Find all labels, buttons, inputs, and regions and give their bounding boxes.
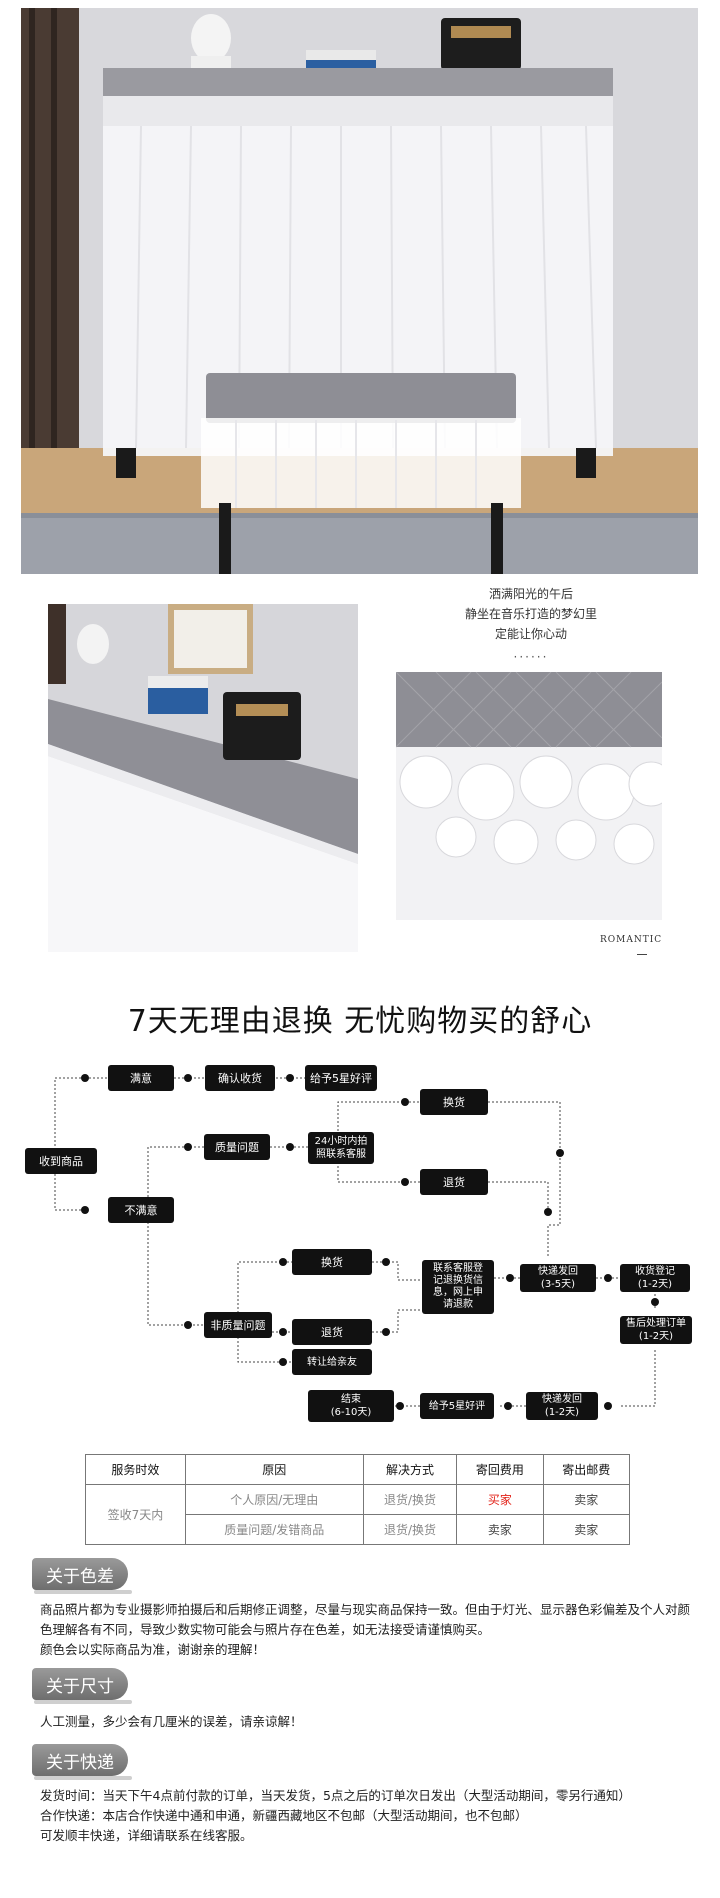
romantic-underline bbox=[637, 954, 647, 955]
table-header: 解决方式 bbox=[362, 1454, 458, 1485]
table-cell-method: 退货/换货 bbox=[362, 1514, 458, 1545]
table-row: 质量问题/发错商品 退货/换货 卖家 卖家 bbox=[86, 1514, 631, 1545]
flow-node-contact-service: 联系客服登 记退换货信 息，网上申 请退款 bbox=[422, 1260, 494, 1314]
table-row: 签收7天内 个人原因/无理由 退货/换货 买家 卖家 bbox=[85, 1484, 631, 1545]
hero-product-photo bbox=[21, 8, 698, 574]
flow-node-exchange-mid: 换货 bbox=[292, 1249, 372, 1275]
flow-node-receive: 收到商品 bbox=[25, 1148, 97, 1174]
table-cell-ship-fee: 卖家 bbox=[542, 1484, 631, 1515]
color-difference-text: 商品照片都为专业摄影师拍摄后和后期修正调整，尽量与现实商品保持一致。但由于灯光、… bbox=[40, 1602, 691, 1657]
express-tag: 关于快递 bbox=[32, 1744, 132, 1780]
table-cell-ship-fee: 卖家 bbox=[542, 1514, 631, 1545]
romantic-label: ROMANTIC bbox=[600, 935, 663, 945]
table-header: 服务时效 bbox=[85, 1454, 186, 1485]
flow-node-end: 结束 (6-10天) bbox=[308, 1390, 394, 1422]
table-cell-return-fee: 买家 bbox=[456, 1484, 544, 1515]
detail-photo-lace bbox=[396, 672, 662, 920]
flow-node-exchange-top: 换货 bbox=[420, 1089, 488, 1115]
flow-node-unsatisfied: 不满意 bbox=[108, 1197, 174, 1223]
poem-line: 静坐在音乐打造的梦幻里 bbox=[464, 607, 597, 621]
service-table: 服务时效 原因 解决方式 寄回费用 寄出邮费 签收7天内 个人原因/无理由 退货… bbox=[85, 1454, 631, 1545]
table-header: 寄回费用 bbox=[456, 1454, 544, 1485]
table-cell-reason: 个人原因/无理由 bbox=[184, 1484, 364, 1515]
table-cell-return-fee: 卖家 bbox=[456, 1514, 544, 1545]
poem-line: 洒满阳光的午后 bbox=[488, 587, 573, 601]
flow-node-express-send: 快递发回 (3-5天) bbox=[520, 1264, 596, 1292]
table-header: 原因 bbox=[184, 1454, 364, 1485]
flowchart-connectors bbox=[54, 1074, 659, 1410]
table-header-row: 服务时效 原因 解决方式 寄回费用 寄出邮费 bbox=[85, 1454, 631, 1485]
flow-node-give-5-star: 给予5星好评 bbox=[305, 1065, 377, 1091]
returns-title: 7天无理由退换 无忧购物买的舒心 bbox=[127, 1004, 593, 1039]
table-cell-period: 签收7天内 bbox=[85, 1484, 186, 1545]
flow-node-confirm-receipt: 确认收货 bbox=[205, 1065, 275, 1091]
flow-node-contact-24h: 24小时内拍 照联系客服 bbox=[308, 1132, 374, 1164]
flow-node-satisfied: 满意 bbox=[108, 1065, 174, 1091]
table-header: 寄出邮费 bbox=[542, 1454, 631, 1485]
flow-node-receive-register: 收货登记 (1-2天) bbox=[620, 1264, 690, 1292]
table-cell-method: 退货/换货 bbox=[362, 1484, 458, 1515]
color-difference-tag: 关于色差 bbox=[32, 1558, 132, 1594]
poem-line: 定能让你心动 bbox=[494, 627, 567, 641]
flow-node-after-sale: 售后处理订单 (1-2天) bbox=[620, 1316, 692, 1344]
flow-node-transfer-friend: 转让给亲友 bbox=[292, 1349, 372, 1375]
returns-flowchart: 收到商品 满意 确认收货 给予5星好评 不满意 质量问题 24小时内拍 照联系客… bbox=[0, 1050, 720, 1430]
flow-node-non-quality: 非质量问题 bbox=[204, 1312, 272, 1338]
flow-node-give-5-star-end: 给予5星好评 bbox=[420, 1393, 494, 1419]
size-text: 人工测量，多少会有几厘米的误差，请亲谅解！ bbox=[40, 1714, 303, 1729]
poem-dots: ······ bbox=[513, 650, 549, 664]
table-cell-reason: 质量问题/发错商品 bbox=[184, 1514, 364, 1545]
detail-photo-top-cover bbox=[48, 604, 358, 952]
size-tag: 关于尺寸 bbox=[32, 1668, 132, 1704]
flow-node-quality-issue: 质量问题 bbox=[204, 1134, 270, 1160]
express-text: 发货时间：当天下午4点前付款的订单，当天发货，5点之后的订单次日发出（大型活动期… bbox=[40, 1788, 631, 1843]
flow-node-return-top: 退货 bbox=[420, 1169, 488, 1195]
poem-text: 洒满阳光的午后 静坐在音乐打造的梦幻里 定能让你心动 bbox=[400, 584, 662, 644]
flow-node-return-mid: 退货 bbox=[292, 1319, 372, 1345]
flow-node-express-return: 快递发回 (1-2天) bbox=[526, 1392, 598, 1420]
